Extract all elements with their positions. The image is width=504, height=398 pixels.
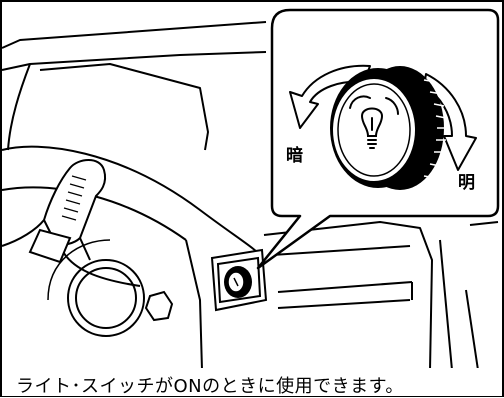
dash-strip-1 xyxy=(271,245,411,256)
dash-far-right xyxy=(469,221,499,226)
dash-strip-2 xyxy=(277,281,413,293)
dash-right-panel xyxy=(263,221,433,371)
dash-strip-3 xyxy=(277,299,411,309)
stalk-knurl xyxy=(61,175,87,221)
bright-label: 明 xyxy=(458,173,475,193)
windshield-lower-line xyxy=(1,51,267,71)
dimmer-dial-large xyxy=(330,66,444,190)
console-side xyxy=(185,239,203,371)
bulb-icon xyxy=(349,95,399,149)
console-knob xyxy=(144,290,174,322)
dash-far-right-edge xyxy=(465,289,479,371)
dash-upper-curve xyxy=(39,63,209,151)
caption-text: ライト･スイッチがONのときに使用できます。 xyxy=(16,376,404,397)
dimmer-switch-knob xyxy=(224,266,252,298)
dial-knurl xyxy=(423,79,447,179)
left-pillar-line xyxy=(7,63,31,151)
dash-far-right-edge-2 xyxy=(439,239,453,371)
round-gauge xyxy=(47,239,145,337)
dash-sweep xyxy=(1,145,263,259)
windshield-top-line xyxy=(1,21,267,49)
dashboard-lines xyxy=(1,21,499,371)
caption-bar: ライト･スイッチがONのときに使用できます。 xyxy=(2,368,502,397)
dark-label: 暗 xyxy=(286,146,303,166)
